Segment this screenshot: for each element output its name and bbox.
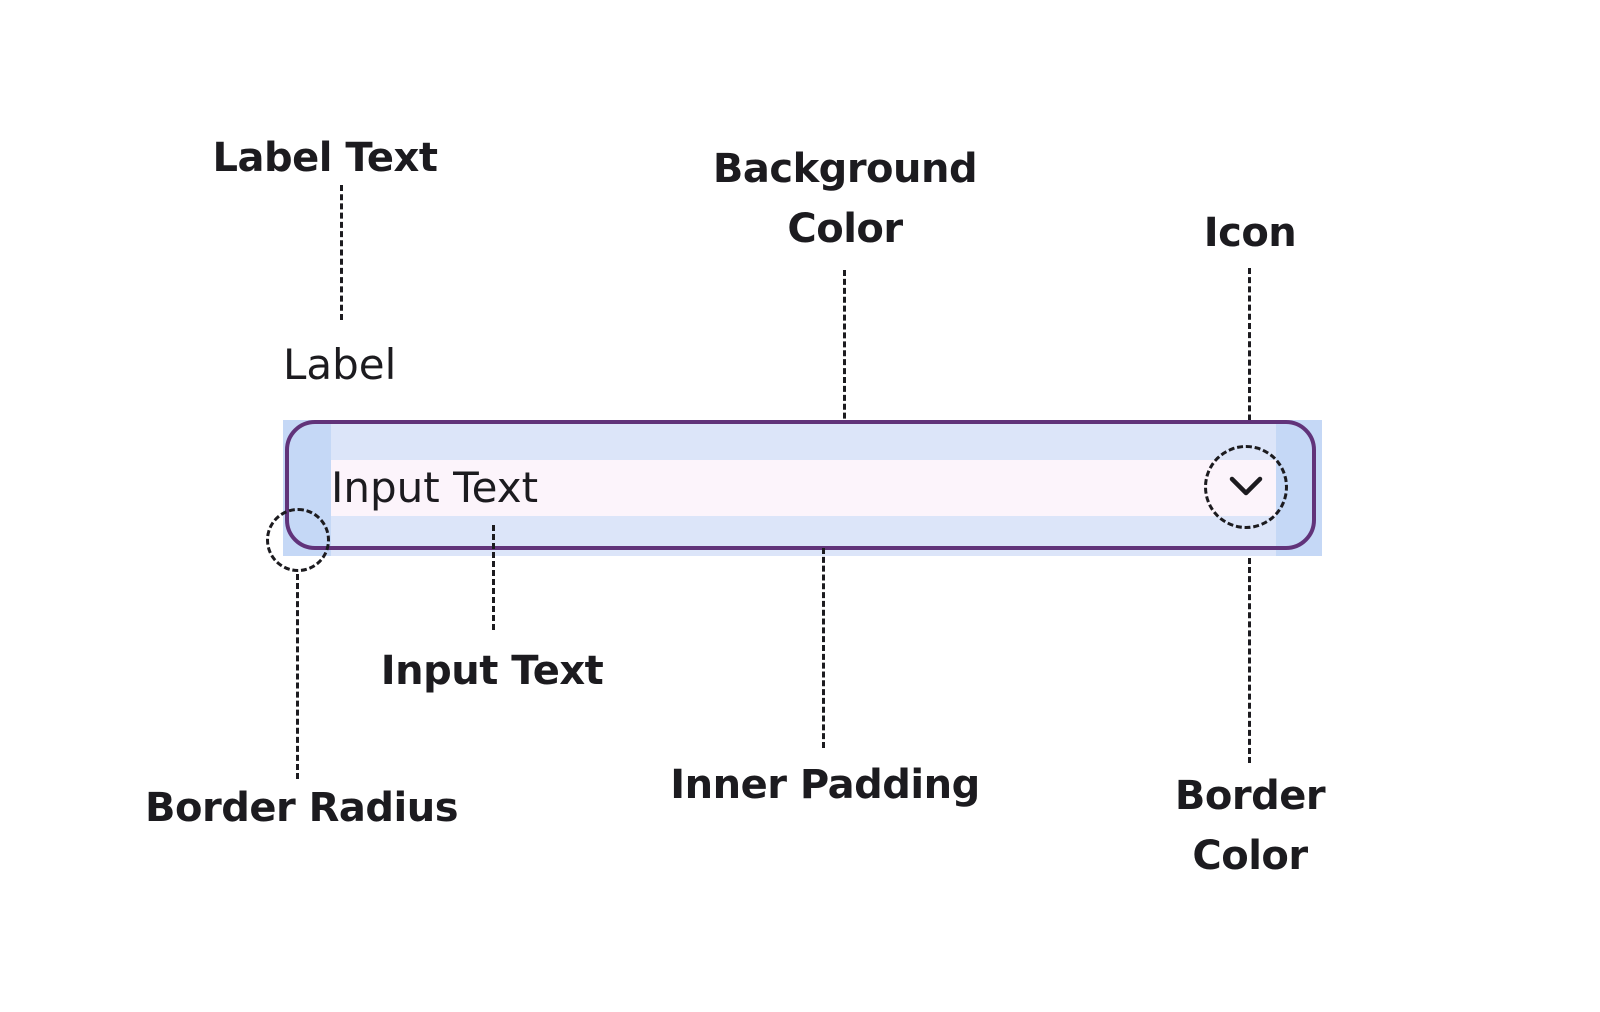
icon-highlight-ring xyxy=(1204,445,1288,529)
annotation-background-color-line-2: Color xyxy=(787,206,903,252)
leader-line-icon xyxy=(1248,268,1251,448)
annotation-border-color: Border Color xyxy=(1160,766,1340,886)
leader-line-border-color xyxy=(1248,558,1251,763)
leader-line-inner-padding xyxy=(822,548,825,748)
annotation-input-text-line: Input Text xyxy=(380,648,604,694)
annotation-label-text-line: Label Text xyxy=(212,135,438,181)
annotation-background-color-line-1: Background xyxy=(712,146,978,192)
leader-line-label-text xyxy=(340,185,343,320)
leader-line-border-radius xyxy=(296,574,299,779)
border-radius-highlight-ring xyxy=(266,508,330,572)
annotation-background-color: Background Color xyxy=(700,139,990,259)
annotation-border-radius-line: Border Radius xyxy=(145,785,459,831)
background-color-area xyxy=(331,460,1276,516)
annotation-input-text: Input Text xyxy=(377,641,607,701)
annotation-icon-line: Icon xyxy=(1203,210,1297,256)
annotation-inner-padding-line: Inner Padding xyxy=(670,762,980,808)
field-label: Label xyxy=(283,340,397,389)
dropdown-field[interactable] xyxy=(285,420,1316,550)
field-input-text: Input Text xyxy=(331,463,539,512)
leader-line-input-text xyxy=(492,525,495,630)
annotation-inner-padding: Inner Padding xyxy=(670,755,980,815)
leader-line-background-color xyxy=(843,270,846,490)
annotation-border-color-line-2: Color xyxy=(1192,833,1308,879)
chevron-down-icon[interactable] xyxy=(1228,472,1264,502)
annotation-border-radius: Border Radius xyxy=(145,778,459,838)
annotation-icon: Icon xyxy=(1180,203,1320,263)
annotation-border-color-line-1: Border xyxy=(1174,773,1326,819)
annotation-label-text: Label Text xyxy=(205,128,445,188)
